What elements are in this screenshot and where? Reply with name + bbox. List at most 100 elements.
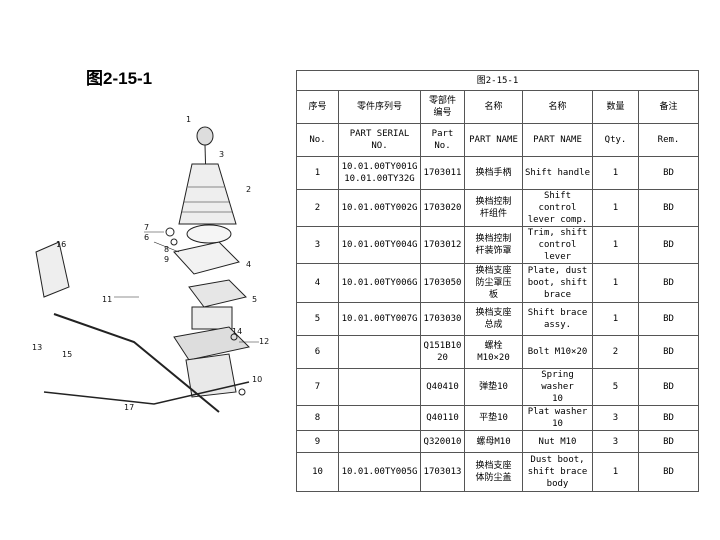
cell-cn: 螺栓 M10×20	[464, 335, 523, 369]
cell-serial	[338, 335, 421, 369]
cell-no: 3	[296, 226, 339, 264]
callout-label: 11	[102, 295, 112, 304]
exploded-parts-diagram: 1 2 3 4 5 6 7 8 9 10 11 12 13 14 15 16 1…	[32, 115, 269, 413]
cell-qty: 1	[592, 156, 639, 190]
figure-title: 图2-15-1	[86, 69, 153, 88]
trim-boot	[178, 163, 237, 225]
cell-en: Nut M10	[522, 430, 593, 453]
cell-cn: 平垫10	[464, 405, 523, 431]
bolt-head	[165, 227, 175, 237]
header-cell: 名称	[522, 90, 593, 124]
callout-label: 14	[232, 327, 242, 336]
cell-no: 2	[296, 189, 339, 227]
header-cell: Part No.	[420, 123, 465, 157]
cell-qty: 1	[592, 226, 639, 264]
cell-no: 8	[296, 405, 339, 431]
header-cell: No.	[296, 123, 339, 157]
header-cell: Rem.	[638, 123, 699, 157]
cell-qty: 1	[592, 452, 639, 492]
cell-en: Shift control lever comp.	[522, 189, 593, 227]
cell-rem: BD	[638, 302, 699, 336]
cell-en: Trim, shift control lever	[522, 226, 593, 264]
header-row-cn: 序号 零件序列号 零部件 编号 名称 名称 数量 备注	[296, 90, 699, 124]
cell-serial: 10.01.00TY004G	[338, 226, 421, 264]
header-cell: 零件序列号	[338, 90, 421, 124]
cell-serial: 10.01.00TY005G	[338, 452, 421, 492]
header-cell: PART NAME	[522, 123, 593, 157]
cell-en: Shift handle	[522, 156, 593, 190]
callout-label: 17	[124, 403, 134, 412]
callout-label: 9	[164, 255, 169, 264]
cell-rem: BD	[638, 452, 699, 492]
cell-en: Plat washer 10	[522, 405, 593, 431]
cell-qty: 5	[592, 368, 639, 406]
cell-serial	[338, 368, 421, 406]
cell-serial	[338, 405, 421, 431]
header-cell: 备注	[638, 90, 699, 124]
cell-qty: 1	[592, 263, 639, 303]
cell-rem: BD	[638, 156, 699, 190]
brace-body	[191, 306, 233, 330]
cell-cn: 换档支座 体防尘盖	[464, 452, 523, 492]
cell-part: Q40410	[420, 368, 465, 406]
dust-boot-plate	[173, 241, 240, 275]
callout-label: 15	[62, 350, 72, 359]
cell-no: 10	[296, 452, 339, 492]
cell-no: 7	[296, 368, 339, 406]
cell-part: Q320010	[420, 430, 465, 453]
select-rod	[43, 381, 250, 405]
cell-rem: BD	[638, 189, 699, 227]
cell-cn: 弹垫10	[464, 368, 523, 406]
cell-no: 1	[296, 156, 339, 190]
cell-rem: BD	[638, 405, 699, 431]
cell-part: Q151B10 20	[420, 335, 465, 369]
header-cell: Qty.	[592, 123, 639, 157]
cell-serial: 10.01.00TY001G 10.01.00TY32G	[338, 156, 421, 190]
parts-table: 图2-15-1 序号 零件序列号 零部件 编号 名称 名称 数量 备注 No. …	[296, 70, 699, 492]
header-cell: 零部件 编号	[420, 90, 465, 124]
callout-label: 16	[56, 240, 66, 249]
table-caption: 图2-15-1	[296, 70, 699, 91]
cell-cn: 换档控制 杆装饰罩	[464, 226, 523, 264]
cell-part: 1703050	[420, 263, 465, 303]
header-cell: PART NAME	[464, 123, 523, 157]
bracket	[35, 241, 70, 298]
header-cell: 名称	[464, 90, 523, 124]
dust-cover	[185, 353, 237, 398]
shift-rod	[53, 313, 220, 413]
callout-label: 4	[246, 260, 251, 269]
cell-rem: BD	[638, 263, 699, 303]
shift-brace	[188, 279, 247, 308]
cell-part: 1703020	[420, 189, 465, 227]
header-cell: 序号	[296, 90, 339, 124]
cell-en: Plate, dust boot, shift brace	[522, 263, 593, 303]
cell-qty: 3	[592, 405, 639, 431]
callout-label: 8	[164, 245, 169, 254]
cell-cn: 换档支座 总成	[464, 302, 523, 336]
callout-label: 3	[219, 150, 224, 159]
cell-rem: BD	[638, 335, 699, 369]
cell-serial: 10.01.00TY006G	[338, 263, 421, 303]
callout-label: 2	[246, 185, 251, 194]
cell-cn: 换档手柄	[464, 156, 523, 190]
header-cell: PART SERIAL NO.	[338, 123, 421, 157]
cell-qty: 1	[592, 302, 639, 336]
cell-en: Shift brace assy.	[522, 302, 593, 336]
cell-en: Spring washer 10	[522, 368, 593, 406]
header-cell: 数量	[592, 90, 639, 124]
shift-knob	[196, 126, 214, 146]
cell-cn: 螺母M10	[464, 430, 523, 453]
cell-part: 1703013	[420, 452, 465, 492]
cell-part: 1703030	[420, 302, 465, 336]
cell-no: 9	[296, 430, 339, 453]
cell-serial: 10.01.00TY002G	[338, 189, 421, 227]
cell-rem: BD	[638, 368, 699, 406]
